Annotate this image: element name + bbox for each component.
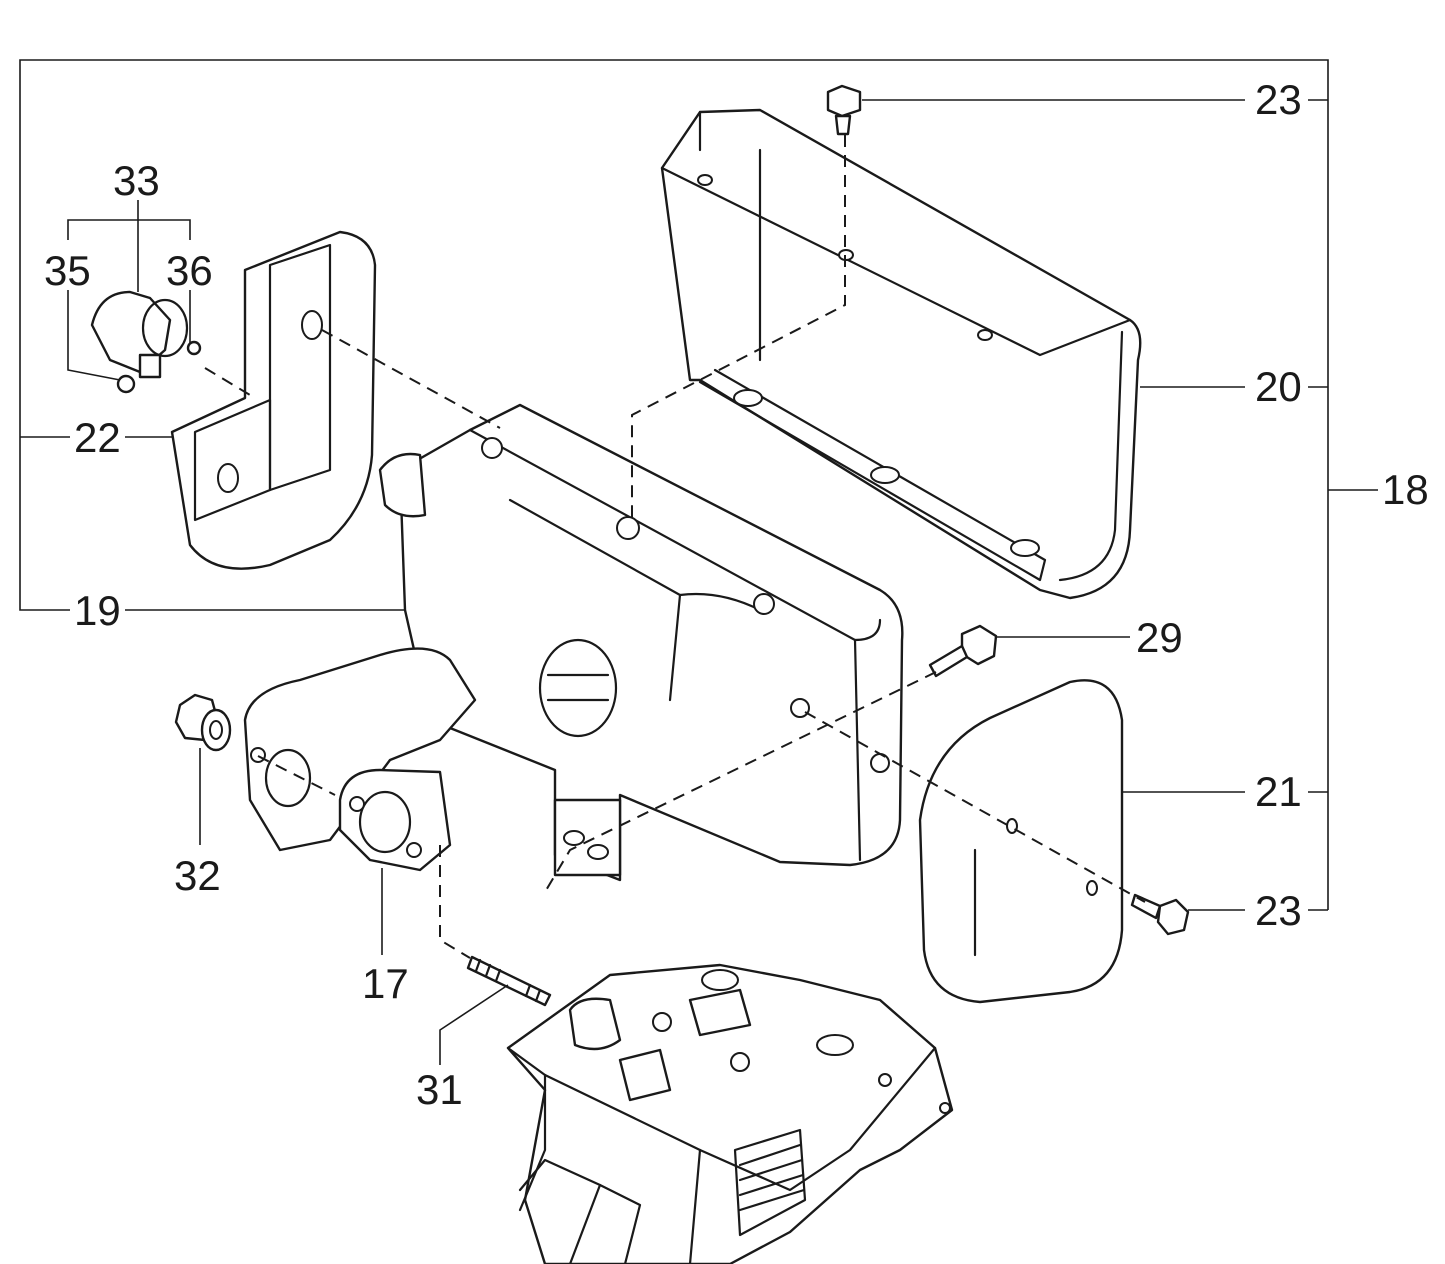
label-33: 33 (113, 157, 160, 204)
leader-lines (67, 99, 1245, 1065)
assembly-centerlines (204, 135, 1146, 959)
label-19: 19 (74, 587, 121, 634)
label-21: 21 (1255, 768, 1302, 815)
label-18: 18 (1382, 466, 1429, 513)
part-29-bolt (928, 624, 998, 678)
part-number-labels: 23 20 18 29 21 23 33 35 36 22 19 32 17 3… (44, 76, 1429, 1113)
label-22: 22 (74, 414, 121, 461)
part-21-end-cover (918, 679, 1124, 1004)
cylinder-head (506, 963, 954, 1264)
part-32-flange-nut (174, 693, 232, 752)
label-23-bottom: 23 (1255, 887, 1302, 934)
part-20-heat-shield (660, 108, 1142, 600)
part-19-muffler (243, 403, 904, 882)
part-33-clamp (90, 290, 202, 394)
part-17-gasket (338, 768, 452, 872)
label-35: 35 (44, 247, 91, 294)
label-29: 29 (1136, 614, 1183, 661)
part-22-side-shield (170, 230, 377, 570)
label-32: 32 (174, 852, 221, 899)
part-23-top-bolt (826, 84, 862, 136)
label-17: 17 (362, 960, 409, 1007)
label-20: 20 (1255, 363, 1302, 410)
assembly-bracket-frame (19, 59, 1378, 911)
part-23-bottom-bolt (1130, 893, 1190, 936)
label-31: 31 (416, 1066, 463, 1113)
label-36: 36 (166, 247, 213, 294)
label-23-top: 23 (1255, 76, 1302, 123)
part-31-stud-bolt (466, 955, 552, 1007)
